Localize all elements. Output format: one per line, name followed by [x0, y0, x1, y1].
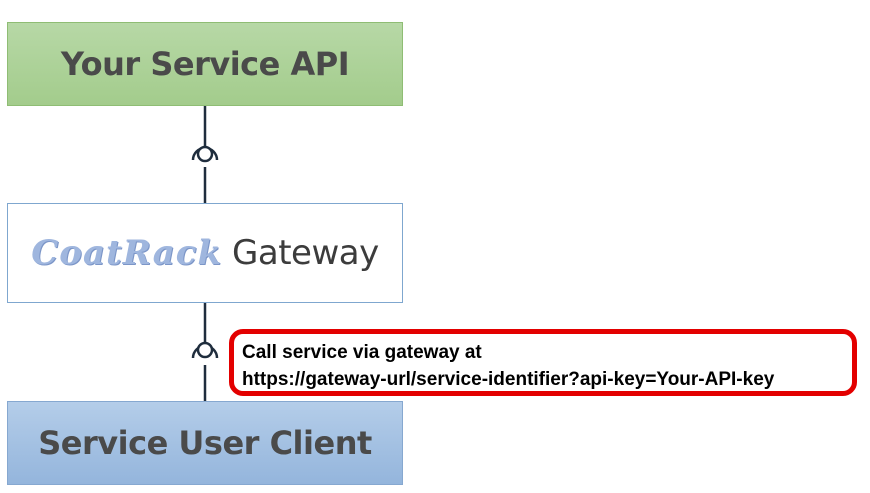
service-user-client-box: Service User Client [7, 401, 403, 485]
socket-icon [191, 344, 219, 359]
gateway-box: CoatRack Gateway [7, 203, 403, 303]
client-label: Service User Client [38, 424, 372, 462]
coatrack-logo: CoatRack [31, 233, 223, 273]
api-gateway-interface-connector [191, 106, 219, 203]
gateway-call-callout: Call service via gateway at https://gate… [229, 329, 857, 396]
service-api-label: Your Service API [60, 45, 350, 83]
service-api-box: Your Service API [7, 22, 403, 106]
gateway-client-interface-connector [191, 303, 219, 401]
gateway-label: Gateway [232, 233, 379, 273]
lollipop-icon [196, 145, 214, 163]
gateway-title: CoatRack Gateway [31, 233, 379, 273]
callout-instruction: Call service via gateway at [242, 342, 482, 363]
socket-icon [191, 146, 219, 161]
callout-url: https://gateway-url/service-identifier?a… [242, 369, 775, 390]
lollipop-icon [196, 341, 214, 359]
